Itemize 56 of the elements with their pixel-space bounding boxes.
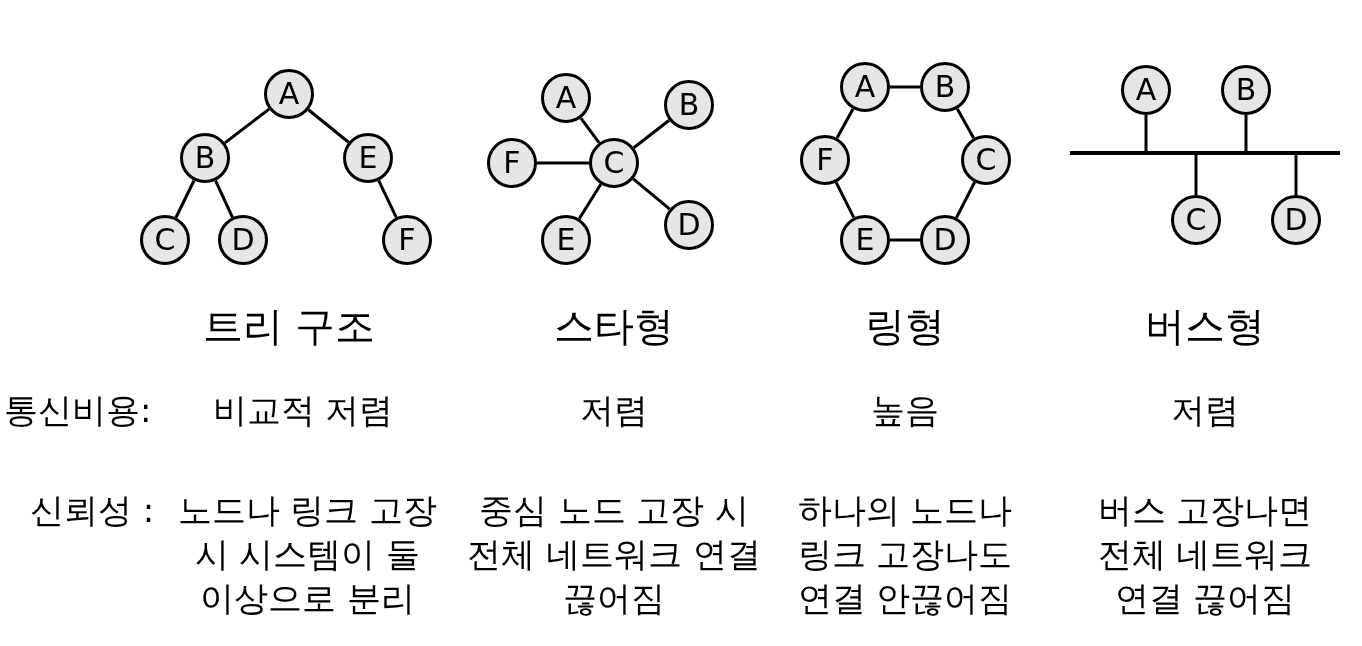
node-circle: F bbox=[487, 138, 537, 188]
connector-line bbox=[1244, 115, 1248, 151]
topology-title: 트리 구조 bbox=[201, 302, 377, 351]
connector-line bbox=[890, 238, 920, 242]
connector-line bbox=[377, 179, 398, 219]
node-circle: E bbox=[541, 215, 591, 265]
connector-line bbox=[537, 161, 589, 165]
node-circle: D bbox=[664, 200, 714, 250]
reliability-text: 하나의 노드나 링크 고장나도 연결 안끊어짐 bbox=[796, 489, 1014, 621]
connector-line bbox=[632, 119, 671, 149]
node-circle: D bbox=[1271, 195, 1321, 245]
node-circle: C bbox=[961, 135, 1011, 185]
node-circle: B bbox=[180, 133, 230, 183]
node-circle: B bbox=[920, 62, 970, 112]
connector-line bbox=[1144, 115, 1148, 151]
connector-line bbox=[1194, 155, 1198, 195]
node-circle: F bbox=[382, 215, 432, 265]
cost-value: 비교적 저렴 bbox=[211, 389, 395, 432]
topology-title: 링형 bbox=[864, 302, 946, 351]
node-circle: B bbox=[1221, 65, 1271, 115]
row-heading: 통신비용: bbox=[4, 389, 153, 432]
topology-title: 버스형 bbox=[1144, 302, 1266, 351]
node-circle: A bbox=[1121, 65, 1171, 115]
node-circle: A bbox=[840, 62, 890, 112]
connector-line bbox=[577, 183, 603, 220]
topology-title: 스타형 bbox=[553, 302, 675, 351]
connector-line bbox=[214, 180, 234, 218]
connector-line bbox=[835, 108, 855, 139]
connector-line bbox=[955, 181, 976, 219]
node-circle: C bbox=[589, 138, 639, 188]
reliability-text: 중심 노드 고장 시 전체 네트워크 연결 끊어짐 bbox=[466, 489, 762, 621]
connector-line bbox=[632, 177, 671, 211]
connector-line bbox=[955, 108, 976, 139]
cost-value: 저렴 bbox=[1170, 389, 1240, 432]
reliability-text: 버스 고장나면 전체 네트워크 연결 끊어짐 bbox=[1096, 489, 1314, 621]
connector-line bbox=[834, 181, 856, 219]
node-circle: B bbox=[664, 80, 714, 130]
connector-line bbox=[579, 117, 601, 144]
node-circle: C bbox=[1171, 195, 1221, 245]
connector-line bbox=[174, 179, 196, 219]
node-circle: D bbox=[218, 215, 268, 265]
reliability-text: 노드나 링크 고장 시 시스템이 둘 이상으로 분리 bbox=[176, 489, 439, 621]
node-circle: D bbox=[920, 215, 970, 265]
row-heading: 신뢰성 : bbox=[30, 489, 156, 532]
cost-value: 높음 bbox=[870, 389, 940, 432]
connector-line bbox=[1294, 155, 1298, 195]
node-circle: F bbox=[800, 135, 850, 185]
connector-line bbox=[224, 107, 270, 145]
node-circle: C bbox=[140, 215, 190, 265]
cost-value: 저렴 bbox=[579, 389, 649, 432]
node-circle: E bbox=[840, 215, 890, 265]
node-circle: E bbox=[343, 133, 393, 183]
connector-line bbox=[307, 108, 350, 144]
node-circle: A bbox=[264, 69, 314, 119]
connector-line bbox=[890, 85, 920, 89]
node-circle: A bbox=[541, 73, 591, 123]
